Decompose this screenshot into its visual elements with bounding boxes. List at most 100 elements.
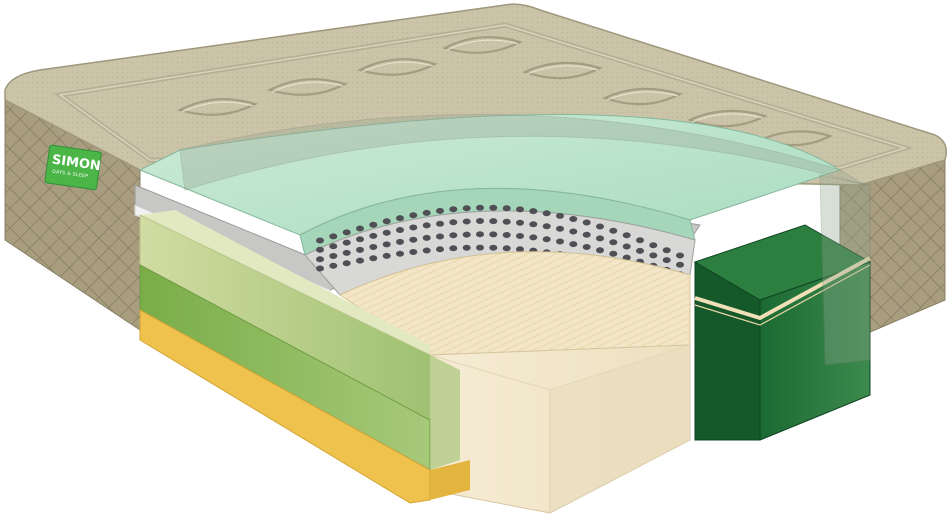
perforation-hole [396,227,404,233]
perforation-hole [369,244,378,250]
brand-logo: SIMON DAYS & SLEEP [44,144,102,191]
perforation-hole [569,241,578,248]
perforation-hole [329,243,338,250]
perforation-hole [422,209,431,216]
perforation-hole [649,252,658,259]
latex-core-top [338,251,691,356]
perforation-hole [529,208,538,215]
brand-name: SIMON [51,152,102,174]
perforation-hole [662,257,671,264]
latex-core-block [429,344,691,514]
encasement-edge [179,113,871,366]
perforation-hole [609,239,618,246]
quilt-stitch-3 [357,58,438,76]
perforation-hole [369,255,378,262]
perforation-hole [596,247,604,254]
perforation-hole [396,238,404,245]
base-seam [694,256,871,321]
perforation-hole [316,237,324,244]
perforation-hole [529,221,538,228]
perforation-hole [329,233,338,240]
perforation-hole [356,246,364,253]
perforation-hole [596,235,604,242]
perforation-hole [329,262,338,269]
perforation-hole [436,207,444,214]
perforation-hole [436,220,444,227]
perforation-hole [396,250,404,257]
perforation-hole [382,218,391,225]
perforation-hole [516,206,524,213]
perforation-hole [476,231,484,238]
perforation-hole [436,246,444,253]
perforation-hole [662,247,671,254]
perforation-hole [382,252,391,259]
perforation-hole [502,232,511,238]
perforation-hole [382,241,391,248]
perforation-hole [409,236,418,243]
perforation-hole [542,223,551,230]
quilt-stitch-7 [687,109,768,128]
brand-tagline: DAYS & SLEEP [52,169,89,180]
perforation-hole [396,215,404,222]
perforation-hole [542,210,551,217]
perforation-hole [502,245,511,252]
gel-memory-foam-layer [138,113,842,256]
perforation-hole [462,244,471,251]
perforation-hole [489,231,498,238]
perforation-hole [529,234,538,241]
perforation-hole [636,237,644,244]
quilt-stitch-1 [177,98,258,116]
base-support-block [693,224,872,441]
perforation-hole [516,219,524,226]
perforation-hole [462,205,471,212]
perforation-hole [369,221,378,228]
perforation-hole [502,218,511,225]
perforation-hole [382,229,391,236]
layer-stack-left [134,204,470,504]
perforation-hole [502,205,511,212]
perforation-hole [462,218,471,225]
quilt-stitch-4 [442,36,523,54]
perforation-hole [342,249,351,256]
perforation-hole [476,218,484,224]
perforation-hole [636,247,644,254]
perforation-hole [342,260,351,267]
perforation-hole [609,250,618,257]
perforation-hole [449,219,458,226]
perforation-hole [676,252,684,259]
perforation-hole [449,245,458,252]
perforation-hole [489,244,498,251]
perforation-hole [356,225,364,232]
perforation-hole [342,239,351,246]
quilt-stitch-5 [522,61,603,80]
perforation-hole [409,249,418,255]
perforation-hole [516,246,524,253]
perforation-hole [569,228,578,235]
layer-yellow [139,309,431,504]
perforation-hole [422,247,431,254]
perforation-hole [409,212,418,219]
perforation-hole [316,246,324,253]
perforation-hole [542,236,551,243]
perforation-hole [329,253,338,259]
perforation-hole [462,231,471,238]
perforation-hole [436,233,444,240]
perforation-hole [476,244,484,251]
perforation-hole [596,223,604,230]
perforation-hole [622,243,631,250]
perforation-hole [422,222,431,229]
perforation-hole [369,232,378,239]
perforation-hole [449,206,458,213]
perforation-hole [556,212,564,219]
quilt-stitch-6 [602,87,683,106]
perforation-hole [582,244,591,250]
perforation-hole [342,229,351,236]
perforation-hole [476,204,484,211]
perforation-hole [556,225,564,232]
perforation-hole [449,232,458,239]
perforation-hole [422,234,431,241]
perforation-hole [622,254,631,261]
perforation-hole [569,216,578,222]
perforation-hole [356,236,364,243]
